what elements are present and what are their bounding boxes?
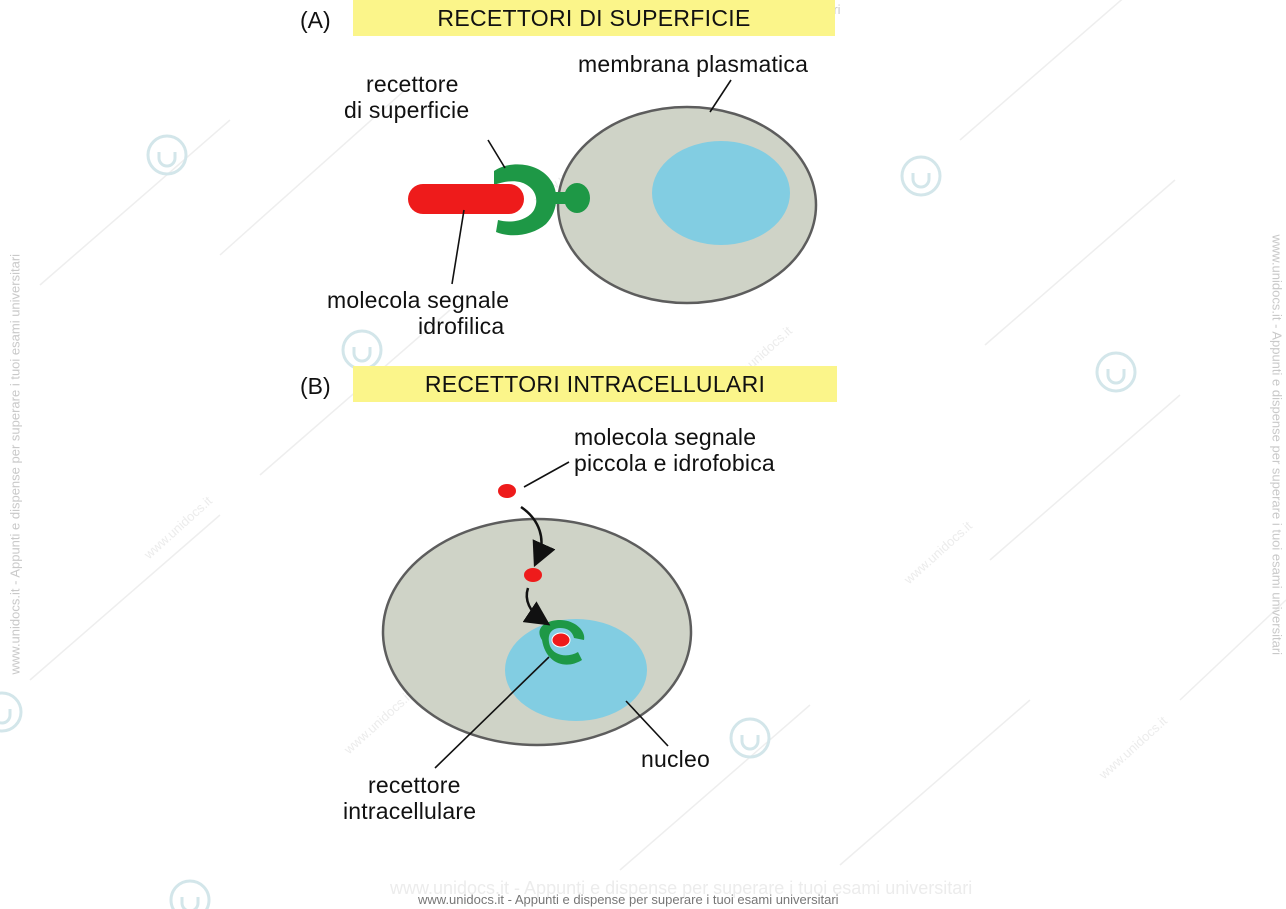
label-intracellular-receptor-line1: recettore (368, 772, 461, 798)
section-b-title: RECETTORI INTRACELLULARI (353, 366, 837, 402)
arrow-icon (522, 587, 551, 626)
watermark-logo-icon (146, 134, 188, 176)
leader-line (451, 209, 465, 285)
surface-receptor (494, 164, 590, 236)
section-a-title: RECETTORI DI SUPERFICIE (353, 0, 835, 36)
leader-line (487, 139, 506, 169)
nucleus-b (505, 619, 647, 721)
label-plasma-membrane: membrana plasmatica (578, 51, 809, 77)
leader-line (625, 700, 669, 747)
label-hydrophobic-signal-line1: molecola segnale (574, 424, 757, 450)
watermark-logo-icon (169, 879, 211, 909)
label-intracellular-receptor-line2: intracellulare (343, 798, 477, 824)
label-nucleus: nucleo (641, 746, 710, 772)
leader-line (709, 79, 732, 113)
label-hydrophilic-signal-line2: idrofilica (418, 313, 505, 339)
watermark-logo-icon (900, 155, 942, 197)
leader-line (523, 461, 570, 488)
arrow-icon (520, 505, 556, 568)
watermark-logo-icon (0, 691, 23, 733)
label-hydrophilic-signal-line1: molecola segnale (327, 287, 510, 313)
section-a-letter: (A) (300, 7, 331, 33)
label-hydrophobic-signal-line2: piccola e idrofobica (574, 450, 775, 476)
bound-signal-molecule (551, 632, 571, 648)
watermark-logo-icon (729, 717, 771, 759)
bottom-watermark: www.unidocs.it - Appunti e dispense per … (418, 892, 839, 907)
leader-line (434, 656, 550, 769)
label-surface-receptor-line1: recettore (366, 71, 459, 97)
section-b-letter: (B) (300, 373, 331, 399)
hydrophobic-signal-molecule-outside (498, 484, 516, 498)
watermark-logo-icon (1095, 351, 1137, 393)
hydrophilic-signal-molecule (408, 184, 524, 214)
nucleus-a (652, 141, 790, 245)
label-surface-receptor-line2: di superficie (344, 97, 470, 123)
intracellular-receptor (539, 620, 585, 665)
bottom-watermark-ghost: www.unidocs.it - Appunti e dispense per … (390, 878, 973, 898)
hydrophobic-signal-molecule-cytoplasm (524, 568, 542, 582)
